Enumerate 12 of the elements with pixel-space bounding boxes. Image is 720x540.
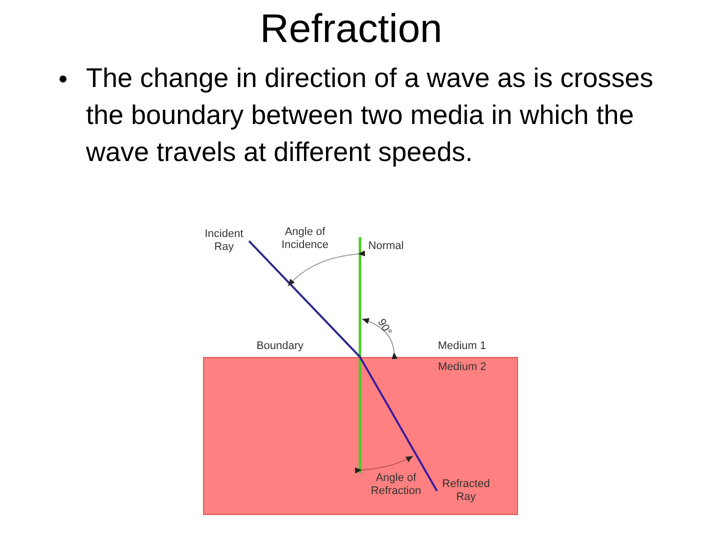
ray-label: Incident Ray: [204, 228, 244, 254]
angle-value: 90°: [374, 316, 395, 340]
medium-label: Medium 1: [436, 340, 488, 353]
angle-label: Angle of Refraction: [370, 472, 422, 498]
medium-label: Medium 2: [438, 361, 486, 373]
medium-region: [203, 357, 518, 515]
boundary-label: Boundary: [255, 340, 305, 353]
normal-label: Normal: [367, 240, 405, 253]
title: Refraction: [260, 6, 442, 52]
bullet-text: The change in direction of a wave as is crosses the boundary between two media in which the wave travels at different speeds.: [86, 62, 654, 169]
ray-label: Refracted Ray: [441, 478, 491, 504]
angle-label: Angle of Incidence: [280, 226, 330, 252]
